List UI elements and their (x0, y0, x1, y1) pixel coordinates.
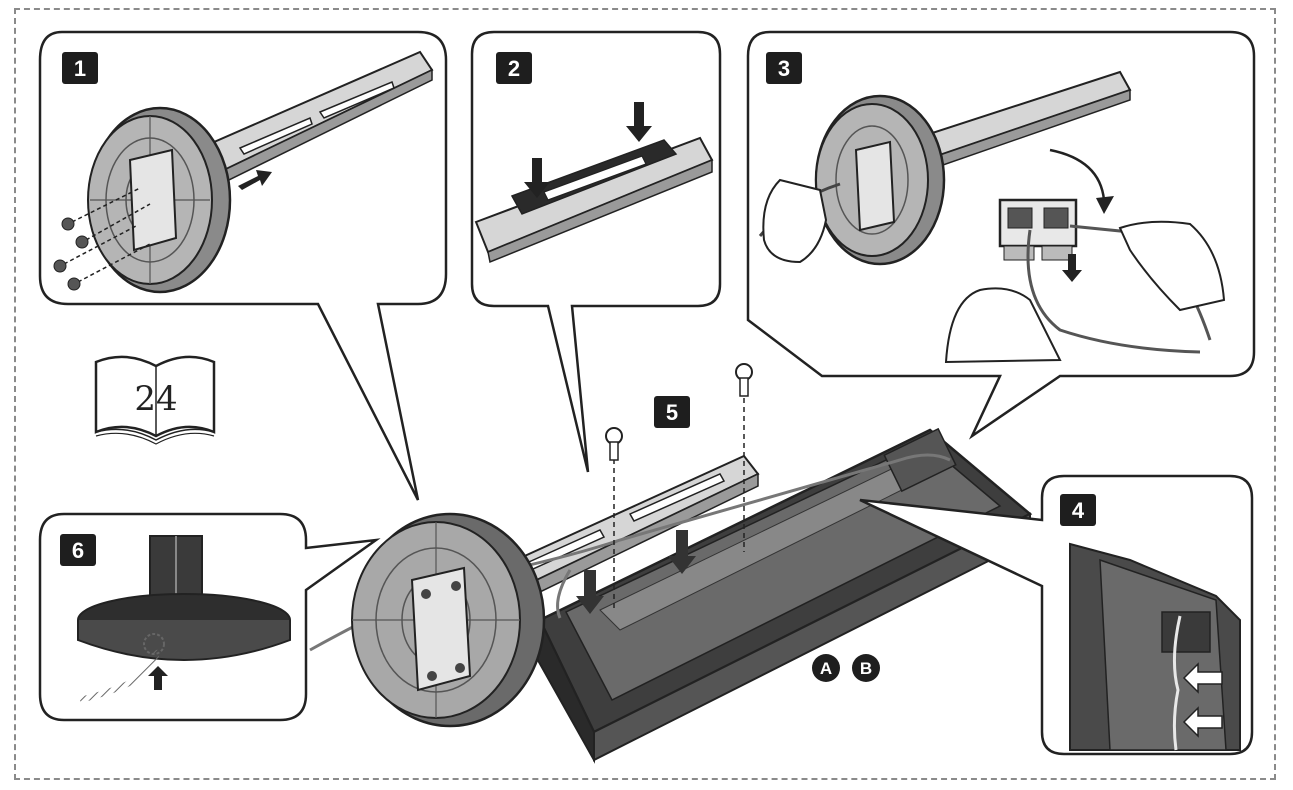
step-3-badge: 3 (766, 52, 802, 84)
arrow-left-step-4-upper (1182, 662, 1223, 694)
part-label-b: B (852, 654, 880, 682)
arrow-right-step-2 (626, 102, 652, 142)
step-2-badge: 2 (496, 52, 532, 84)
screws-step-1 (53, 187, 151, 291)
panel-step-6: 6 (38, 512, 381, 722)
terminal-block (998, 198, 1078, 261)
arrow-down-right (668, 530, 696, 574)
part-label-a-text: A (820, 659, 832, 678)
step-1-badge: 1 (62, 52, 98, 84)
page-reference-book-icon: 24 (94, 355, 216, 445)
screws-step-5 (605, 363, 753, 610)
dashed-frame (14, 8, 1276, 780)
part-label-b-text: B (860, 659, 872, 678)
step-2-label: 2 (508, 56, 520, 81)
step-5-badge: 5 (654, 396, 690, 428)
panel-step-4: 4 (859, 474, 1254, 756)
step-5-label: 5 (666, 400, 678, 425)
part-label-a: A (812, 654, 840, 682)
arrow-left-step-2 (524, 158, 550, 198)
base-disc-step-1 (87, 106, 232, 294)
step-3-label: 3 (778, 56, 790, 81)
step-4-badge: 4 (1060, 494, 1096, 526)
page-reference-number: 24 (134, 379, 177, 419)
step-6-badge: 6 (60, 534, 96, 566)
panel-step-1: 1 (38, 30, 448, 501)
arrow-down-left (576, 570, 604, 614)
soundbar-base (528, 427, 1033, 764)
main-assembly: 5 A B (309, 363, 1033, 764)
step-4-label: 4 (1072, 498, 1085, 523)
step-6-label: 6 (72, 538, 84, 563)
arrow-step-1 (238, 170, 272, 190)
step-1-label: 1 (74, 56, 86, 81)
panel-step-3: 3 (746, 30, 1256, 440)
arrow-left-step-4-lower (1182, 706, 1223, 738)
panel-step-2: 2 (470, 30, 722, 473)
base-disc-main (351, 512, 546, 728)
